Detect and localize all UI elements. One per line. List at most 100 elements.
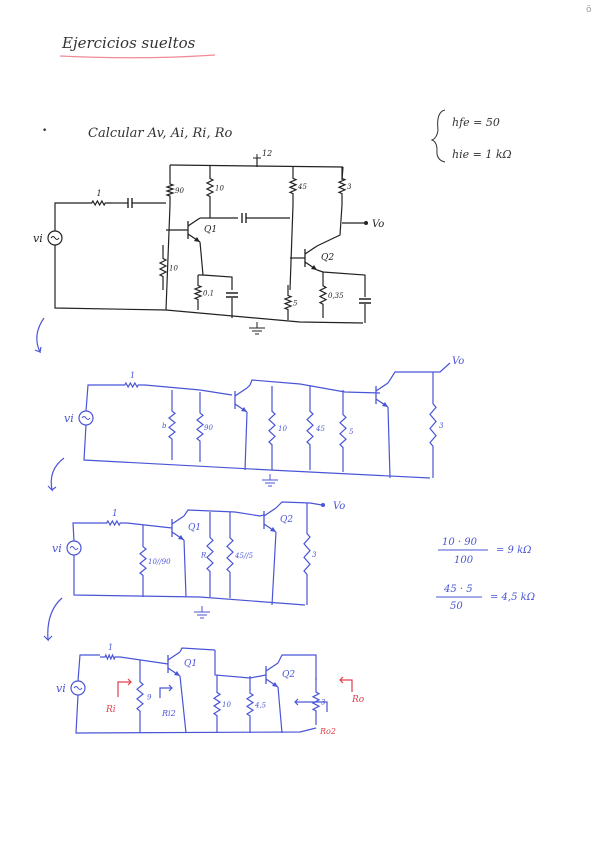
capacitor xyxy=(241,213,247,223)
resistor xyxy=(288,167,298,205)
wire xyxy=(144,384,233,396)
sine-icon xyxy=(69,546,79,550)
transistor-label: Q2 xyxy=(282,670,295,680)
problem-statement: Calcular Av, Ai, Ri, Ro xyxy=(88,126,233,141)
supply-terminal-icon xyxy=(253,154,261,162)
emitter-arrow-icon xyxy=(270,527,276,532)
component-label: 1 xyxy=(112,509,118,519)
transistor-icon xyxy=(304,245,318,271)
resistor xyxy=(283,285,293,320)
wire xyxy=(183,509,265,517)
component-label: 1 xyxy=(97,189,102,198)
wire xyxy=(165,204,171,311)
resistor xyxy=(158,245,168,290)
wire xyxy=(277,686,283,734)
ground-icon xyxy=(249,322,265,335)
ro-label: Ro xyxy=(351,695,365,705)
wire xyxy=(289,204,294,291)
resistor xyxy=(85,199,112,207)
wire xyxy=(54,202,85,231)
wire xyxy=(209,210,238,219)
component-label: 45 xyxy=(315,425,325,433)
bullet: • xyxy=(42,126,47,136)
transistor-icon xyxy=(167,651,181,677)
component-label: 45//5 xyxy=(234,552,254,560)
transistor-icon xyxy=(234,387,248,413)
param-brace xyxy=(430,109,446,163)
component-label: 3 xyxy=(439,422,444,430)
direction-arrow-icon xyxy=(34,317,45,354)
component-label: 10 xyxy=(215,185,224,193)
wire xyxy=(387,406,391,479)
transistor-label: Q1 xyxy=(184,659,197,669)
capacitor xyxy=(359,298,371,304)
wire xyxy=(75,694,317,734)
transistor-label: Q2 xyxy=(321,253,334,263)
wire xyxy=(119,656,169,665)
transistor-icon xyxy=(265,662,279,688)
wire xyxy=(316,269,366,297)
wire xyxy=(214,650,267,679)
direction-arrow-icon xyxy=(43,597,63,642)
emitter-arrow-icon xyxy=(382,402,388,407)
component-label: 10//90 xyxy=(148,558,171,566)
calculation-2: 45 · 5 50 = 4,5 kΩ xyxy=(436,584,535,612)
corner-mark: ö xyxy=(586,5,592,15)
resistor xyxy=(196,392,204,462)
resistor xyxy=(226,512,234,598)
ri2-label: Ri2 xyxy=(161,709,176,718)
direction-arrow-icon xyxy=(117,678,132,697)
resistor xyxy=(339,390,347,472)
transistor-icon xyxy=(171,515,185,541)
output-label: Vo xyxy=(372,219,384,230)
calc-denominator: 100 xyxy=(454,555,474,566)
wire xyxy=(179,675,187,734)
direction-arrow-icon xyxy=(339,676,353,692)
component-label: 3 xyxy=(347,183,352,191)
wire xyxy=(246,379,381,394)
direction-arrow-icon xyxy=(47,457,65,492)
transistor-icon xyxy=(375,382,389,408)
source-label: vi xyxy=(64,412,74,425)
transistor-label: Q1 xyxy=(188,523,201,533)
transistor-icon xyxy=(263,507,277,533)
direction-arrow-icon xyxy=(159,684,173,698)
component-label: 9 xyxy=(147,694,152,702)
resistor xyxy=(165,175,175,205)
wire xyxy=(244,411,248,471)
source-label: vi xyxy=(33,232,43,245)
calc-result: = 4,5 kΩ xyxy=(490,592,535,603)
transistor-label: Q1 xyxy=(204,225,217,235)
transistor-label: Q2 xyxy=(280,515,293,525)
calc-denominator: 50 xyxy=(450,601,463,612)
wire xyxy=(387,362,451,384)
wire xyxy=(85,384,118,412)
wire xyxy=(199,241,233,290)
component-label: 1 xyxy=(108,643,113,652)
wire xyxy=(275,501,323,509)
output-label: Vo xyxy=(452,356,464,367)
wire xyxy=(183,539,187,598)
capacitor xyxy=(226,292,238,298)
param-hie: hie = 1 kΩ xyxy=(452,148,512,161)
resistor xyxy=(318,272,328,318)
wire xyxy=(73,555,306,606)
ri-label: Ri xyxy=(105,705,116,715)
emitter-arrow-icon xyxy=(272,682,278,687)
wire xyxy=(277,654,317,680)
emitter-arrow-icon xyxy=(194,237,200,242)
wire xyxy=(72,522,100,542)
component-label: 10 xyxy=(278,425,287,433)
component-label: 90 xyxy=(204,424,213,432)
component-label: 5 xyxy=(349,428,354,436)
resistor xyxy=(118,381,145,389)
wire xyxy=(316,204,343,247)
wire xyxy=(54,245,364,324)
wire xyxy=(83,424,431,479)
component-label: 90 xyxy=(175,187,184,195)
resistor xyxy=(136,660,144,733)
param-hfe: hfe = 50 xyxy=(452,116,500,129)
ground-icon xyxy=(194,606,210,619)
output-terminal-icon xyxy=(321,503,325,507)
